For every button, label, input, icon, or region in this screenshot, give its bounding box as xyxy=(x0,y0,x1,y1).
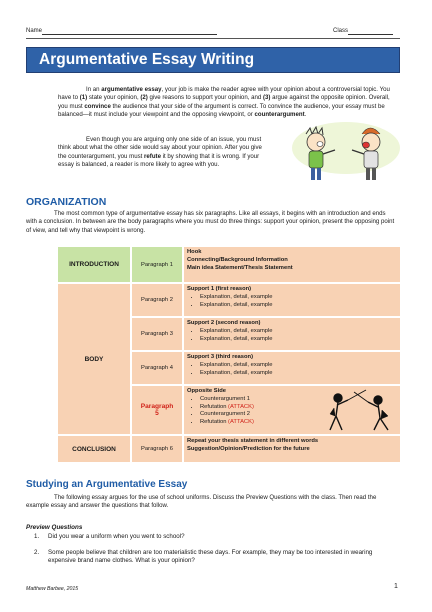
paragraph-6-cell: Paragraph 6 xyxy=(132,436,182,462)
question-2-text: Some people believe that children are to… xyxy=(48,549,373,565)
page-title: Argumentative Essay Writing xyxy=(39,51,255,68)
page-number: 1 xyxy=(394,583,398,590)
sword-fighters-illustration xyxy=(329,389,389,431)
question-1-number: 1. xyxy=(34,533,40,540)
introduction-cell: INTRODUCTION xyxy=(58,247,130,282)
conclusion-cell: CONCLUSION xyxy=(58,436,130,462)
support-1-content: Support 1 (first reason) Explanation, de… xyxy=(184,284,400,316)
question-1-text: Did you wear a uniform when you went to … xyxy=(48,533,185,540)
right-child xyxy=(351,127,381,180)
paragraph-5-cell: Paragraph 5 xyxy=(132,386,182,434)
introduction-content: Hook Connecting/Background Information M… xyxy=(184,247,400,282)
header-divider xyxy=(26,38,400,39)
study-heading: Studying an Argumentative Essay xyxy=(26,479,188,490)
title-bar: Argumentative Essay Writing xyxy=(26,47,400,73)
paragraph-1-cell: Paragraph 1 xyxy=(132,247,182,282)
class-blank[interactable] xyxy=(348,28,394,35)
study-text: The following essay argues for the use o… xyxy=(26,494,377,510)
class-line: Class xyxy=(333,28,394,35)
paragraph-2-cell: Paragraph 2 xyxy=(132,284,182,316)
left-child xyxy=(305,125,336,180)
intro-paragraph-2: Even though you are arguing only one sid… xyxy=(58,136,262,168)
footer-author: Matthew Barbee, 2015 xyxy=(26,586,79,592)
preview-questions-heading: Preview Questions xyxy=(26,524,83,531)
question-2-number: 2. xyxy=(34,549,40,556)
support-2-content: Support 2 (second reason) Explanation, d… xyxy=(184,318,400,350)
paragraph-4-cell: Paragraph 4 xyxy=(132,352,182,384)
conclusion-content: Repeat your thesis statement in differen… xyxy=(184,436,400,462)
intro-paragraph-1: In an argumentative essay, your job is m… xyxy=(58,86,390,118)
essay-structure-table: INTRODUCTION Paragraph 1 Hook Connecting… xyxy=(58,247,400,462)
name-line: Name xyxy=(26,28,218,35)
arguing-children-illustration xyxy=(290,120,402,190)
name-blank[interactable] xyxy=(42,28,218,35)
body-cell: BODY xyxy=(58,284,130,434)
opposite-side-content: Opposite Side Counterargument 1 Refutati… xyxy=(184,386,400,434)
organization-heading: ORGANIZATION xyxy=(26,196,107,208)
paragraph-3-cell: Paragraph 3 xyxy=(132,318,182,350)
organization-text: The most common type of argumentative es… xyxy=(26,210,395,234)
support-3-content: Support 3 (third reason) Explanation, de… xyxy=(184,352,400,384)
